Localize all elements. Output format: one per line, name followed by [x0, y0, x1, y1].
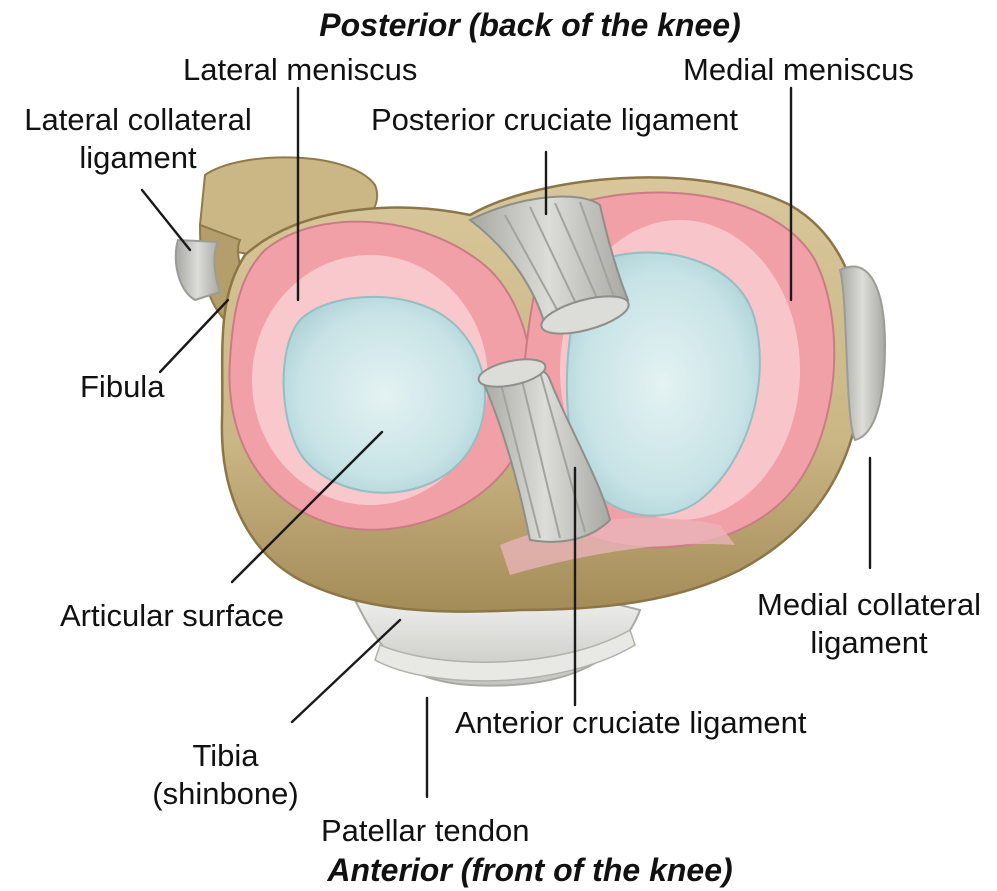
anterior-cruciate-ligament-label: Anterior cruciate ligament — [455, 704, 807, 742]
tibia-label-line2: (shinbone) — [138, 775, 313, 813]
anterior-orientation-label: Anterior (front of the knee) — [0, 851, 997, 889]
medial-meniscus-label: Medial meniscus — [683, 51, 914, 89]
posterior-orientation-label: Posterior (back of the knee) — [0, 6, 997, 44]
lateral-collateral-ligament-label-line2: ligament — [4, 139, 272, 177]
fibula-label: Fibula — [80, 368, 164, 406]
lateral-collateral-ligament-shape — [176, 240, 220, 300]
tibia-label: Tibia (shinbone) — [138, 737, 313, 813]
medial-collateral-ligament-label-line1: Medial collateral — [738, 586, 997, 624]
articular-surface-label: Articular surface — [60, 597, 284, 635]
medial-collateral-ligament-label: Medial collateral ligament — [738, 586, 997, 662]
fibula-leader — [160, 300, 228, 372]
lateral-meniscus-label: Lateral meniscus — [183, 51, 417, 89]
posterior-cruciate-ligament-label: Posterior cruciate ligament — [371, 101, 738, 139]
lateral-collateral-ligament-leader — [142, 190, 190, 250]
lateral-articular-surface-shape — [284, 297, 485, 493]
tibia-label-line1: Tibia — [138, 737, 313, 775]
lateral-collateral-ligament-label-line1: Lateral collateral — [4, 101, 272, 139]
tibia-leader — [292, 620, 400, 722]
lateral-collateral-ligament-label: Lateral collateral ligament — [4, 101, 272, 177]
patellar-tendon-label: Patellar tendon — [321, 812, 530, 850]
medial-collateral-ligament-label-line2: ligament — [738, 624, 997, 662]
